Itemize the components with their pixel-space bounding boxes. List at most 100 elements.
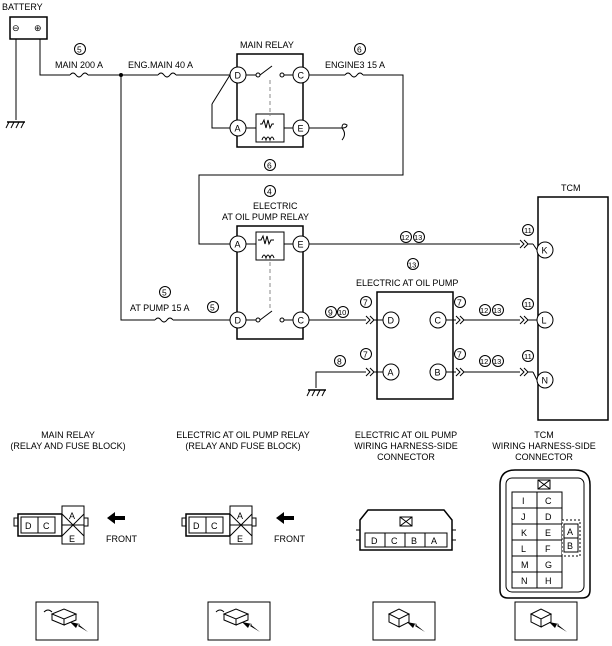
main-relay-pin-c: C	[292, 66, 310, 84]
ep-relay-connector: ELECTRIC AT OIL PUMP RELAY (RELAY AND FU…	[176, 430, 310, 545]
tcm-connector-marks	[519, 239, 533, 377]
svg-text:J: J	[521, 512, 526, 522]
svg-text:7: 7	[457, 350, 462, 360]
main-relay-a-wire	[211, 104, 230, 129]
svg-text:B: B	[411, 536, 417, 546]
tcm-connector: TCM WIRING HARNESS-SIDE CONNECTOR I C J …	[492, 430, 596, 599]
eng-main-fuse-label: ENG.MAIN 40 A	[128, 60, 193, 70]
battery-label: BATTERY	[2, 2, 43, 12]
connector-view-icon	[372, 601, 436, 641]
pump-connector: ELECTRIC AT OIL PUMP WIRING HARNESS-SIDE…	[354, 430, 458, 551]
svg-text:13: 13	[414, 233, 422, 242]
svg-text:7: 7	[363, 298, 368, 308]
svg-text:E: E	[545, 528, 551, 538]
connector-mark	[455, 367, 465, 377]
svg-text:F: F	[545, 544, 551, 554]
wire-num-6: 6	[264, 159, 276, 171]
svg-text:13: 13	[493, 306, 501, 315]
svg-text:FRONT: FRONT	[274, 534, 305, 544]
svg-text:WIRING HARNESS-SIDE: WIRING HARNESS-SIDE	[354, 441, 458, 451]
svg-text:13: 13	[408, 261, 416, 270]
at-pump-fuse-label: AT PUMP 15 A	[130, 303, 190, 313]
pump-box	[376, 291, 454, 400]
svg-text:6: 6	[357, 45, 362, 55]
svg-text:E: E	[298, 124, 304, 134]
main-relay-box	[236, 53, 304, 148]
svg-text:7: 7	[363, 350, 368, 360]
svg-text:E: E	[237, 534, 243, 544]
svg-text:13: 13	[493, 357, 501, 366]
svg-text:9: 9	[328, 308, 333, 318]
svg-text:A: A	[431, 536, 437, 546]
svg-text:FRONT: FRONT	[106, 534, 137, 544]
svg-text:A: A	[69, 511, 75, 521]
tcm-pin-l: L	[536, 311, 554, 329]
svg-text:K: K	[542, 246, 548, 256]
svg-text:AT OIL PUMP RELAY: AT OIL PUMP RELAY	[222, 212, 309, 222]
main-relay-diag-wire	[211, 74, 231, 105]
main-relay-pin-e: E	[292, 119, 310, 137]
svg-text:C: C	[43, 521, 50, 531]
main-relay-title: MAIN RELAY	[240, 40, 294, 50]
pump-pin-d: D	[382, 311, 400, 329]
wire-num-b-n: 7 12 13	[454, 348, 504, 367]
main-relay-pin-d: D	[229, 66, 247, 84]
connector-mark	[365, 315, 375, 325]
svg-text:12: 12	[480, 357, 488, 366]
connector-mark	[365, 367, 375, 377]
ep-relay-pin-c: C	[292, 311, 310, 329]
svg-text:N: N	[542, 376, 549, 386]
connector-view-icon	[35, 601, 99, 641]
svg-text:E: E	[69, 534, 75, 544]
wire-junction-to-atpump	[120, 75, 155, 321]
svg-text:(RELAY AND FUSE BLOCK): (RELAY AND FUSE BLOCK)	[185, 441, 300, 451]
svg-text:N: N	[521, 576, 528, 586]
svg-text:D: D	[371, 536, 378, 546]
svg-text:ELECTRIC AT OIL PUMP: ELECTRIC AT OIL PUMP	[355, 430, 457, 440]
svg-text:D: D	[235, 316, 242, 326]
pump-title: 13 ELECTRIC AT OIL PUMP	[356, 258, 458, 288]
ground-icon	[306, 389, 326, 397]
svg-text:A: A	[567, 527, 573, 537]
svg-text:7: 7	[457, 298, 462, 308]
svg-text:C: C	[298, 316, 305, 326]
svg-text:L: L	[521, 544, 526, 554]
svg-text:6: 6	[267, 161, 272, 171]
svg-text:D: D	[545, 512, 552, 522]
front-arrow-icon	[107, 512, 125, 524]
svg-text:8: 8	[337, 357, 342, 367]
svg-text:5: 5	[162, 288, 167, 298]
svg-text:B: B	[435, 368, 441, 378]
tcm-pin-n: N	[536, 371, 554, 389]
svg-text:C: C	[435, 316, 442, 326]
ep-relay-pin-e: E	[292, 235, 310, 253]
svg-text:E: E	[298, 240, 304, 250]
wire-num-gnd: 8 7	[334, 348, 372, 367]
svg-text:WIRING HARNESS-SIDE: WIRING HARNESS-SIDE	[492, 441, 596, 451]
svg-text:C: C	[211, 521, 218, 531]
svg-text:C: C	[298, 71, 305, 81]
ep-relay-pin-d: D	[229, 311, 247, 329]
battery-plus-icon: ⊕	[34, 23, 42, 33]
svg-text:A: A	[388, 368, 394, 378]
svg-text:TCM: TCM	[534, 430, 554, 440]
svg-text:H: H	[545, 576, 552, 586]
svg-text:ELECTRIC: ELECTRIC	[253, 201, 298, 211]
main-relay-coil	[246, 113, 293, 143]
svg-text:D: D	[235, 71, 242, 81]
svg-text:CONNECTOR: CONNECTOR	[377, 452, 435, 462]
connector-mark	[455, 315, 465, 325]
tcm-pin-k: K	[536, 241, 554, 259]
tcm-title: TCM	[561, 183, 581, 193]
connector-view-icon	[207, 601, 271, 641]
eng-main-fuse: ENG.MAIN 40 A	[128, 60, 193, 78]
main-fuse: 5 MAIN 200 A	[55, 43, 103, 78]
at-pump-fuse: 5 AT PUMP 15 A 5	[130, 286, 219, 323]
main-relay-switch	[246, 65, 293, 116]
svg-text:D: D	[25, 521, 32, 531]
svg-text:5: 5	[77, 45, 82, 55]
